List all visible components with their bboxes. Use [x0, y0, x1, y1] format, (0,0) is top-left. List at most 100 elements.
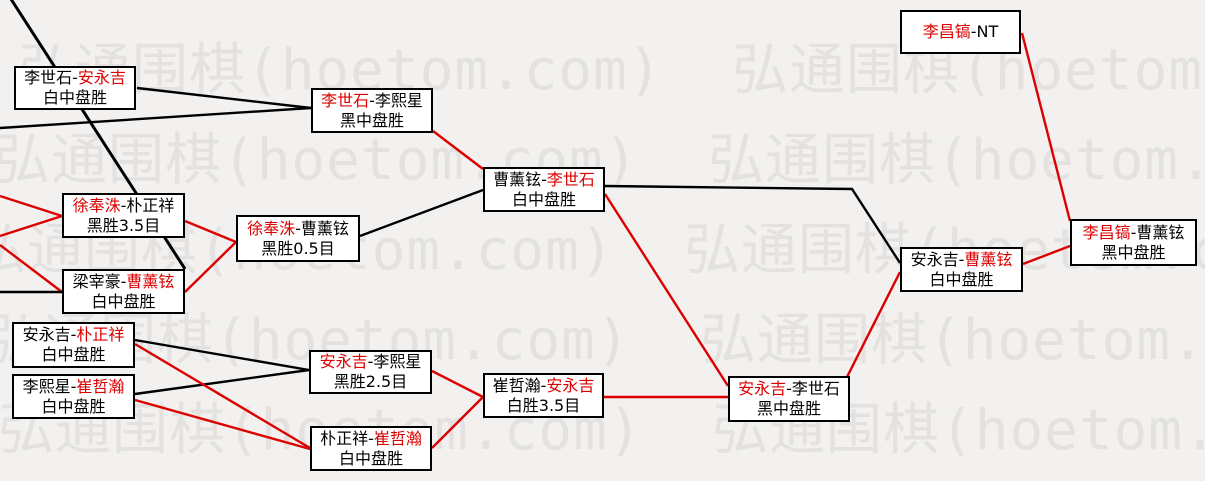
- player1-name: 李昌镐: [922, 22, 971, 41]
- match-players: 崔哲瀚-安永吉: [493, 376, 595, 396]
- red-bracket-line: [134, 342, 311, 450]
- player2-name: 李熙星: [373, 352, 422, 371]
- player1-name: 安永吉: [22, 325, 71, 344]
- player1-name: 安永吉: [319, 352, 368, 371]
- match-result: 白中盘胜: [929, 269, 994, 289]
- match-result: 白中盘胜: [511, 189, 576, 209]
- match-result: 白中盘胜: [41, 345, 106, 364]
- player2-name: 曹薰铉: [964, 249, 1013, 269]
- player1-name: 安永吉: [738, 379, 787, 398]
- red-bracket-line: [1020, 32, 1072, 222]
- player1-name: 李世石: [321, 90, 370, 110]
- match-result: 白中盘胜: [338, 448, 403, 468]
- player-separator: -: [120, 271, 127, 291]
- player2-name: 曹薰铉: [126, 271, 175, 291]
- red-bracket-line: [184, 219, 237, 244]
- match-players: 朴正祥-崔哲瀚: [320, 429, 422, 449]
- player1-name: 安永吉: [910, 249, 959, 269]
- match-players: 安永吉-曹薰铉: [911, 250, 1013, 270]
- match-players: 安永吉-朴正祥: [23, 325, 125, 345]
- player1-name: 李昌镐: [1082, 222, 1131, 242]
- player-separator: -: [70, 325, 77, 344]
- match-players: 李昌镐-NT: [923, 22, 999, 42]
- player1-name: 曹薰铉: [493, 169, 542, 189]
- match-result: 黑中盘胜: [756, 399, 821, 418]
- red-bracket-line: [844, 271, 902, 380]
- player2-name: 李世石: [546, 169, 595, 189]
- player2-name: 李世石: [791, 379, 840, 398]
- player2-name: 李熙星: [374, 90, 423, 110]
- match-players: 梁宰豪-曹薰铉: [73, 272, 175, 292]
- match-node: 李世石-李熙星黑中盘胜: [311, 88, 433, 133]
- player-separator: -: [541, 169, 547, 189]
- red-bracket-line: [134, 398, 311, 451]
- red-bracket-line: [1022, 244, 1071, 266]
- match-node: 李昌镐-NT: [900, 10, 1021, 54]
- match-node: 崔哲瀚-安永吉白胜3.5目: [483, 373, 604, 418]
- red-bracket-line: [0, 194, 63, 218]
- player2-name: NT: [976, 22, 999, 41]
- match-node: 李昌镐-曹薰铉黑中盘胜: [1070, 219, 1197, 266]
- player1-name: 李世石: [24, 68, 73, 87]
- match-players: 曹薰铉-李世石: [493, 170, 595, 190]
- black-bracket-line: [0, 106, 312, 130]
- player1-name: 李熙星: [22, 376, 71, 396]
- match-node: 徐奉洙-朴正祥黑胜3.5目: [62, 193, 185, 238]
- match-node: 安永吉-李世石黑中盘胜: [728, 376, 850, 422]
- match-players: 徐奉洙-曹薰铉: [247, 219, 349, 239]
- match-players: 李世石-李熙星: [321, 91, 423, 111]
- match-result: 黑中盘胜: [1101, 242, 1166, 262]
- red-bracket-line: [0, 214, 63, 238]
- match-node: 李熙星-崔哲瀚白中盘胜: [12, 374, 135, 419]
- match-result: 黑中盘胜: [339, 110, 404, 130]
- black-bracket-line: [134, 368, 310, 396]
- player1-name: 崔哲瀚: [492, 375, 541, 395]
- player-separator: -: [958, 249, 965, 269]
- match-players: 李昌镐-曹薰铉: [1083, 223, 1185, 243]
- player-separator: -: [368, 428, 374, 448]
- player-separator: -: [70, 376, 77, 396]
- player-separator: -: [1130, 222, 1137, 242]
- red-bracket-line: [0, 244, 63, 293]
- player-separator: -: [72, 68, 78, 87]
- match-result: 白中盘胜: [91, 291, 156, 311]
- player2-name: 朴正祥: [126, 195, 175, 215]
- red-bracket-line: [432, 130, 484, 170]
- match-players: 李世石-安永吉: [24, 68, 126, 88]
- black-bracket-line: [134, 338, 310, 372]
- match-result: 黑胜0.5目: [261, 238, 335, 258]
- match-node: 安永吉-朴正祥白中盘胜: [12, 322, 135, 368]
- red-bracket-line: [603, 193, 730, 387]
- match-node: 李世石-安永吉白中盘胜: [14, 66, 136, 110]
- player2-name: 安永吉: [77, 68, 126, 87]
- player1-name: 朴正祥: [320, 428, 369, 448]
- black-bracket-line: [359, 188, 484, 238]
- player1-name: 徐奉洙: [72, 195, 121, 215]
- match-result: 白胜3.5目: [506, 395, 581, 415]
- match-node: 安永吉-李熙星黑胜2.5目: [309, 350, 432, 394]
- player1-name: 梁宰豪: [72, 271, 121, 291]
- player-separator: -: [369, 90, 375, 110]
- red-bracket-line: [431, 396, 484, 449]
- match-players: 安永吉-李熙星: [320, 352, 422, 372]
- red-bracket-line: [184, 241, 237, 293]
- match-result: 白中盘胜: [41, 396, 106, 416]
- match-node: 徐奉洙-曹薰铉黑胜0.5目: [236, 215, 360, 262]
- player2-name: 崔哲瀚: [76, 376, 125, 396]
- match-players: 李熙星-崔哲瀚: [23, 377, 125, 397]
- match-node: 曹薰铉-李世石白中盘胜: [483, 167, 605, 212]
- match-players: 安永吉-李世石: [738, 379, 840, 399]
- black-bracket-line: [603, 184, 902, 264]
- player-separator: -: [786, 379, 792, 398]
- match-result: 黑胜2.5目: [333, 372, 408, 391]
- player2-name: 崔哲瀚: [373, 428, 422, 448]
- player-separator: -: [120, 195, 127, 215]
- match-result: 白中盘胜: [42, 88, 107, 107]
- match-result: 黑胜3.5目: [86, 215, 161, 235]
- match-node: 朴正祥-崔哲瀚白中盘胜: [310, 426, 432, 471]
- player1-name: 徐奉洙: [247, 218, 296, 238]
- player-separator: -: [295, 218, 301, 238]
- player2-name: 曹薰铉: [300, 218, 349, 238]
